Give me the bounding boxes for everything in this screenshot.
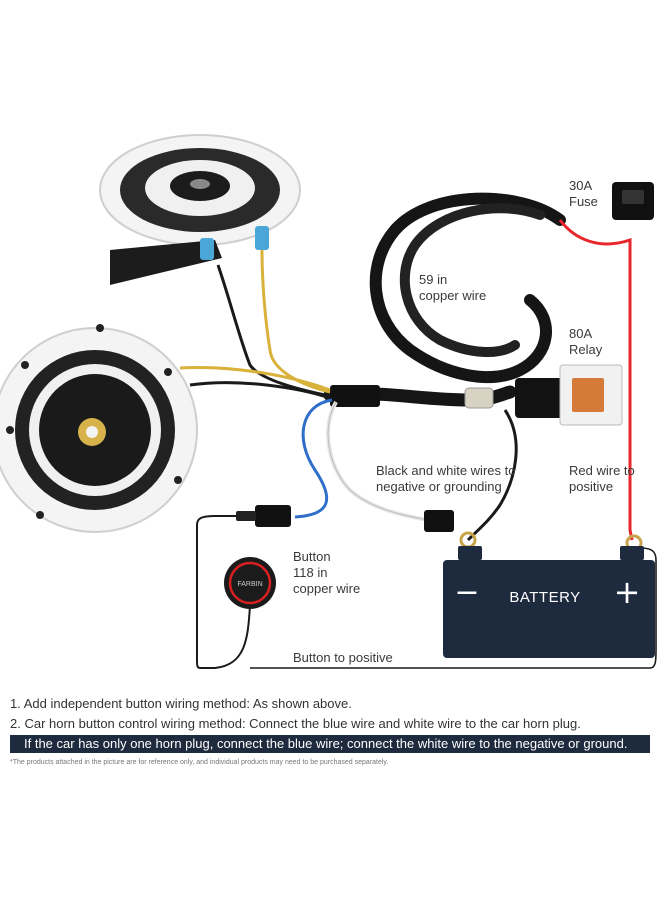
wire-type-label: copper wire bbox=[419, 288, 487, 303]
instruction-line-1: 1. Add independent button wiring method:… bbox=[10, 696, 352, 711]
coiled-harness-inner bbox=[399, 203, 545, 357]
battery-positive-sign: + bbox=[614, 573, 641, 611]
relay-terminal bbox=[572, 378, 604, 412]
black-wire-front-horn bbox=[189, 381, 331, 400]
ground-wire-label-line1: Black and white wires to bbox=[376, 463, 516, 478]
battery-positive-thin-wire bbox=[250, 547, 657, 669]
battery-pos-post bbox=[620, 546, 644, 560]
battery-label: BATTERY bbox=[509, 589, 581, 606]
ground-wire-label-line2: negative or grounding bbox=[376, 479, 502, 494]
battery-neg-post bbox=[458, 546, 482, 560]
yellow-wire-front-horn bbox=[179, 366, 331, 392]
button-to-positive-wire bbox=[196, 515, 251, 669]
button-length-label: 118 in bbox=[293, 565, 328, 580]
white-wire-outline bbox=[327, 401, 429, 521]
disclaimer-text: *The products attached in the picture ar… bbox=[10, 759, 389, 766]
highlight-note-text: If the car has only one horn plug, conne… bbox=[24, 736, 628, 751]
button-connector bbox=[255, 505, 291, 527]
button-title-label: Button bbox=[293, 549, 331, 564]
coiled-harness bbox=[369, 192, 566, 384]
battery-body bbox=[443, 560, 655, 658]
harness-clip bbox=[464, 387, 494, 409]
instruction-line-2: 2. Car horn button control wiring method… bbox=[10, 716, 581, 731]
relay-label: Relay bbox=[569, 342, 603, 357]
horn-button bbox=[224, 557, 276, 609]
horn-button-ring bbox=[228, 561, 272, 605]
black-ground-wire bbox=[466, 409, 518, 542]
ground-connector bbox=[424, 510, 454, 532]
relay-body bbox=[515, 378, 565, 418]
red-wire-label-line2: positive bbox=[569, 479, 614, 494]
button-wire-label: copper wire bbox=[293, 581, 361, 596]
button-connector-tip bbox=[236, 511, 256, 521]
front-horn bbox=[0, 324, 198, 533]
red-wire-label-line1: Red wire to bbox=[569, 463, 635, 478]
fuse-slot bbox=[622, 190, 644, 204]
wiring-diagram: FARBIN − + bbox=[0, 134, 657, 669]
top-horn bbox=[99, 134, 301, 285]
horn-button-brand: FARBIN bbox=[237, 581, 262, 588]
button-to-positive-label: Button to positive bbox=[293, 650, 393, 665]
white-wire bbox=[326, 401, 429, 522]
blue-wire bbox=[294, 398, 333, 519]
fuse-amp-label: 30A bbox=[569, 178, 593, 193]
fuse-label: Fuse bbox=[569, 194, 598, 209]
harness-connector bbox=[330, 385, 380, 407]
battery-negative-sign: − bbox=[454, 575, 479, 610]
red-wire bbox=[558, 219, 634, 541]
relay-amp-label: 80A bbox=[569, 326, 593, 341]
highlight-note-bar: If the car has only one horn plug, conne… bbox=[10, 735, 650, 753]
yellow-wire-top-horn bbox=[260, 249, 331, 394]
wire-length-label: 59 in bbox=[419, 272, 448, 287]
